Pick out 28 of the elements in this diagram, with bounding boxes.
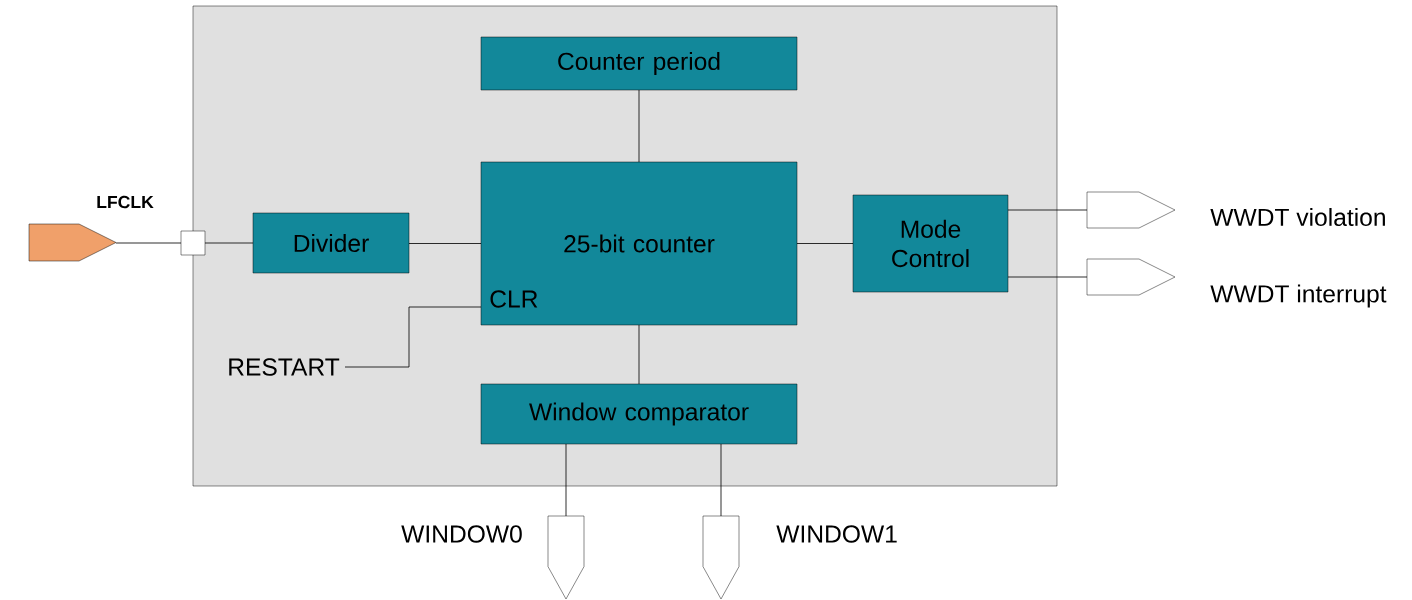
connector-line [796,243,854,244]
function-block: Mode Control [852,194,1009,293]
connector-line [720,443,722,517]
signal-label: RESTART [229,358,340,376]
connector-line [115,242,182,244]
port-label: WINDOW1 [776,525,897,543]
connector-line [1007,276,1088,278]
port-symbol [1086,191,1176,229]
port-symbol [28,223,117,262]
connector-line [1007,209,1088,211]
connector-line [204,242,254,244]
function-block: Divider [252,212,410,274]
port-label: LFCLK [97,195,154,209]
port-label: WWDT violation [1210,208,1385,227]
counter-block: 25-bit counter CLR [480,161,798,326]
port-symbol [547,515,585,600]
connector-line [638,89,640,163]
port-symbol [1086,258,1176,296]
pin-square [180,230,206,256]
connector-line [638,324,640,385]
connector-line [344,306,482,368]
port-label: WINDOW0 [401,525,522,543]
function-block: Counter period [480,36,798,91]
port-label: WWDT interrupt [1210,284,1387,308]
connector-line [565,443,567,517]
connector-line [408,243,482,244]
function-block: Window comparator [480,383,798,445]
port-symbol [702,515,740,600]
